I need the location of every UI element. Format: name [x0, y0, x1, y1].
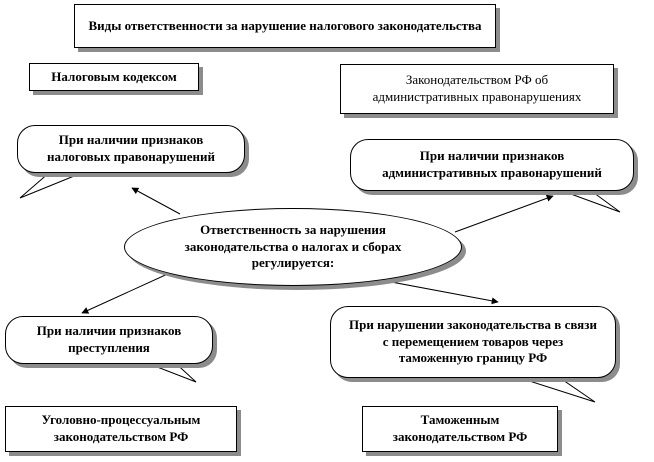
crime-text: При наличии признаков преступления	[36, 323, 182, 355]
diagram-title: Виды ответственности за нарушение налого…	[74, 4, 496, 48]
customs-violation-bubble: При нарушении законодательства в связи с…	[330, 306, 616, 378]
admin-offense-text: При наличии признаков административных п…	[382, 148, 602, 180]
admin-law-text: Законодательством РФ об административных…	[372, 72, 582, 104]
diagram-title-text: Виды ответственности за нарушение налого…	[88, 17, 482, 33]
admin-offense-bubble: При наличии признаков административных п…	[350, 139, 634, 191]
customs-law-text: Таможенным законодательством РФ	[392, 412, 528, 444]
criminal-procedure-text: Уголовно-процессуальным законодательство…	[41, 412, 201, 444]
tax-offense-bubble: При наличии признаков налоговых правонар…	[17, 125, 245, 173]
center-ellipse: Ответственность за нарушения законодател…	[124, 208, 462, 286]
tax-code-box: Налоговым кодексом	[29, 63, 199, 91]
arrow-to-customs-violation	[369, 277, 499, 305]
admin-law-box: Законодательством РФ об административных…	[340, 64, 614, 114]
tax-offense-text: При наличии признаков налоговых правонар…	[47, 132, 215, 164]
arrow-to-tax-offense	[131, 187, 181, 215]
customs-law-box: Таможенным законодательством РФ	[362, 406, 558, 452]
center-text: Ответственность за нарушения законодател…	[184, 221, 402, 271]
tax-code-text: Налоговым кодексом	[51, 68, 177, 84]
customs-violation-text: При нарушении законодательства в связи с…	[349, 316, 597, 366]
tax-offense-bubble-tail	[19, 171, 85, 199]
arrow-to-crime	[81, 271, 173, 314]
arrow-to-admin-offense	[454, 194, 554, 233]
criminal-procedure-box: Уголовно-процессуальным законодательство…	[5, 406, 237, 452]
customs-violation-bubble-tail	[519, 377, 596, 403]
admin-offense-bubble-tail	[559, 189, 621, 213]
crime-bubble: При наличии признаков преступления	[5, 316, 213, 364]
